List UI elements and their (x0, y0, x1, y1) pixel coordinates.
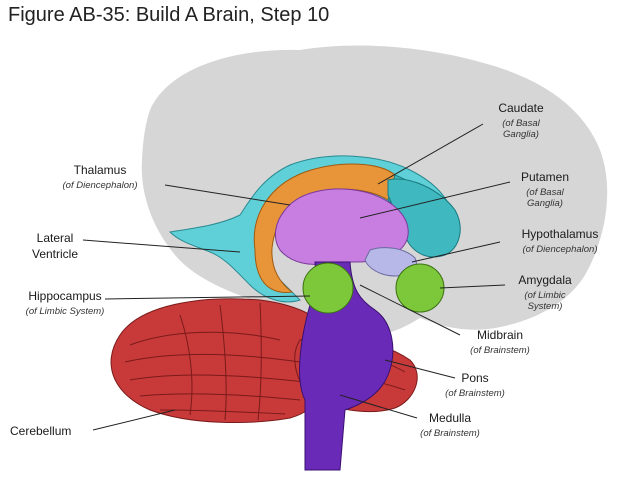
amygdala-label: Amygdala (518, 273, 572, 287)
pons-label: Pons (461, 371, 489, 385)
caudate-label: Caudate (498, 101, 544, 115)
midbrain-label: Midbrain (476, 328, 524, 342)
midbrain-sublabel: (of Brainstem) (470, 345, 530, 356)
hippocampus-shape (302, 262, 354, 314)
figure-title: Figure AB-35: Build A Brain, Step 10 (8, 4, 330, 26)
putamen-sublabel-2: Ganglia) (527, 198, 563, 209)
pons-sublabel: (of Brainstem) (445, 388, 505, 399)
leader-lines (82, 123, 511, 431)
thalamus-sublabel: (of Diencephalon) (62, 180, 138, 191)
amygdala-sublabel-1: (of Limbic (524, 290, 566, 301)
hypothalamus-sublabel: (of Diencephalon) (522, 244, 598, 255)
amygdala-sublabel-2: System) (527, 301, 563, 312)
medulla-sublabel: (of Brainstem) (420, 428, 480, 439)
lateral-ventricle-label-2: Ventricle (31, 247, 79, 261)
caudate-sublabel-2: Ganglia) (503, 129, 539, 140)
hippocampus-label: Hippocampus (28, 289, 102, 303)
putamen-sublabel-1: (of Basal (526, 187, 564, 198)
medulla-label: Medulla (428, 411, 472, 425)
putamen-label: Putamen (520, 170, 570, 184)
lateral-ventricle-label-1: Lateral (36, 231, 74, 245)
caudate-sublabel-1: (of Basal (502, 118, 540, 129)
cerebellum-label: Cerebellum (10, 424, 72, 438)
thalamus-label: Thalamus (73, 163, 127, 177)
hippocampus-sublabel: (of Limbic System) (25, 306, 105, 317)
hypothalamus-label: Hypothalamus (521, 227, 599, 241)
amygdala-shape (395, 263, 445, 313)
